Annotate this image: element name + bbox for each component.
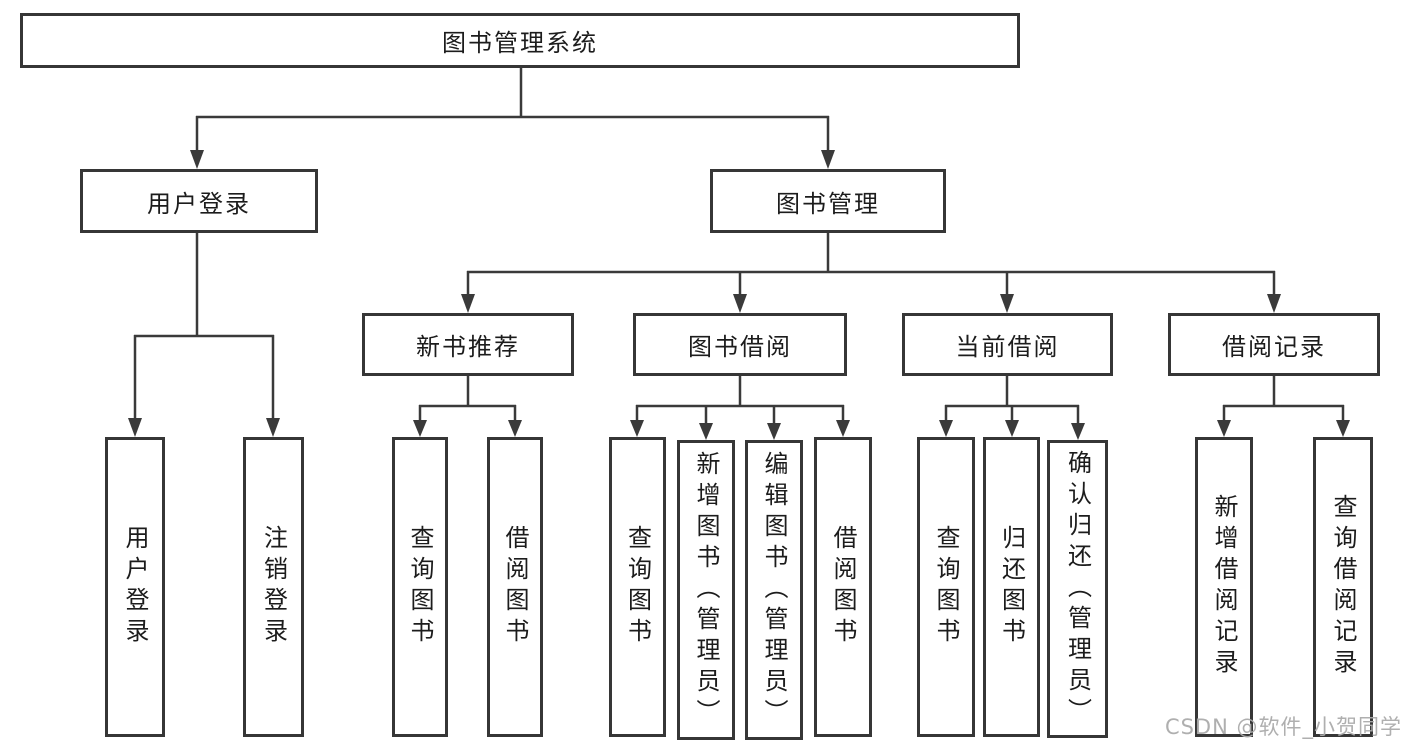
leaf-query-books-current: 查询图书 bbox=[917, 437, 975, 737]
node-book-borrow: 图书借阅 bbox=[633, 313, 847, 376]
node-label: 注销登录 bbox=[259, 525, 288, 649]
node-label: 新增图书（管理员） bbox=[692, 450, 720, 730]
leaf-borrow-books: 借阅图书 bbox=[814, 437, 872, 737]
node-label: 借阅记录 bbox=[1222, 333, 1326, 361]
leaf-add-books-admin: 新增图书（管理员） bbox=[677, 440, 735, 740]
node-label: 编辑图书（管理员） bbox=[760, 450, 788, 730]
leaf-confirm-return-admin: 确认归还（管理员） bbox=[1047, 440, 1108, 738]
node-current-borrow: 当前借阅 bbox=[902, 313, 1113, 376]
node-new-book-recommend: 新书推荐 bbox=[362, 313, 574, 376]
node-label: 归还图书 bbox=[997, 525, 1026, 649]
csdn-watermark: CSDN @软件_小贺同学 bbox=[1164, 715, 1402, 739]
node-label: 图书管理 bbox=[776, 189, 880, 218]
node-label: 当前借阅 bbox=[955, 333, 1060, 361]
arrowheads bbox=[128, 150, 1350, 440]
node-label: 新增借阅记录 bbox=[1210, 494, 1238, 680]
node-label: 图书借阅 bbox=[688, 333, 792, 361]
leaf-logout: 注销登录 bbox=[243, 437, 304, 737]
node-label: 借阅图书 bbox=[501, 525, 529, 649]
leaf-return-books: 归还图书 bbox=[983, 437, 1040, 737]
leaf-query-borrow-record: 查询借阅记录 bbox=[1313, 437, 1373, 737]
node-label: 查询图书 bbox=[623, 525, 652, 649]
node-label: 新书推荐 bbox=[416, 333, 520, 361]
node-library-system: 图书管理系统 bbox=[20, 13, 1020, 68]
node-user-login: 用户登录 bbox=[80, 169, 318, 233]
node-label: 查询图书 bbox=[932, 525, 960, 649]
node-book-management: 图书管理 bbox=[710, 169, 946, 233]
node-label: 借阅图书 bbox=[829, 525, 857, 649]
leaf-edit-books-admin: 编辑图书（管理员） bbox=[745, 440, 803, 740]
node-label: 查询图书 bbox=[406, 525, 434, 649]
leaf-query-books-borrow: 查询图书 bbox=[609, 437, 666, 737]
leaf-add-borrow-record: 新增借阅记录 bbox=[1195, 437, 1253, 737]
node-label: 用户登录 bbox=[121, 525, 149, 649]
leaf-query-books-recommend: 查询图书 bbox=[392, 437, 448, 737]
node-label: 查询借阅记录 bbox=[1329, 494, 1357, 680]
node-label: 用户登录 bbox=[147, 189, 251, 218]
node-label: 确认归还（管理员） bbox=[1063, 449, 1092, 729]
leaf-user-login: 用户登录 bbox=[105, 437, 165, 737]
leaf-borrow-books-recommend: 借阅图书 bbox=[487, 437, 543, 737]
node-label: 图书管理系统 bbox=[442, 29, 598, 57]
node-borrow-records: 借阅记录 bbox=[1168, 313, 1380, 376]
